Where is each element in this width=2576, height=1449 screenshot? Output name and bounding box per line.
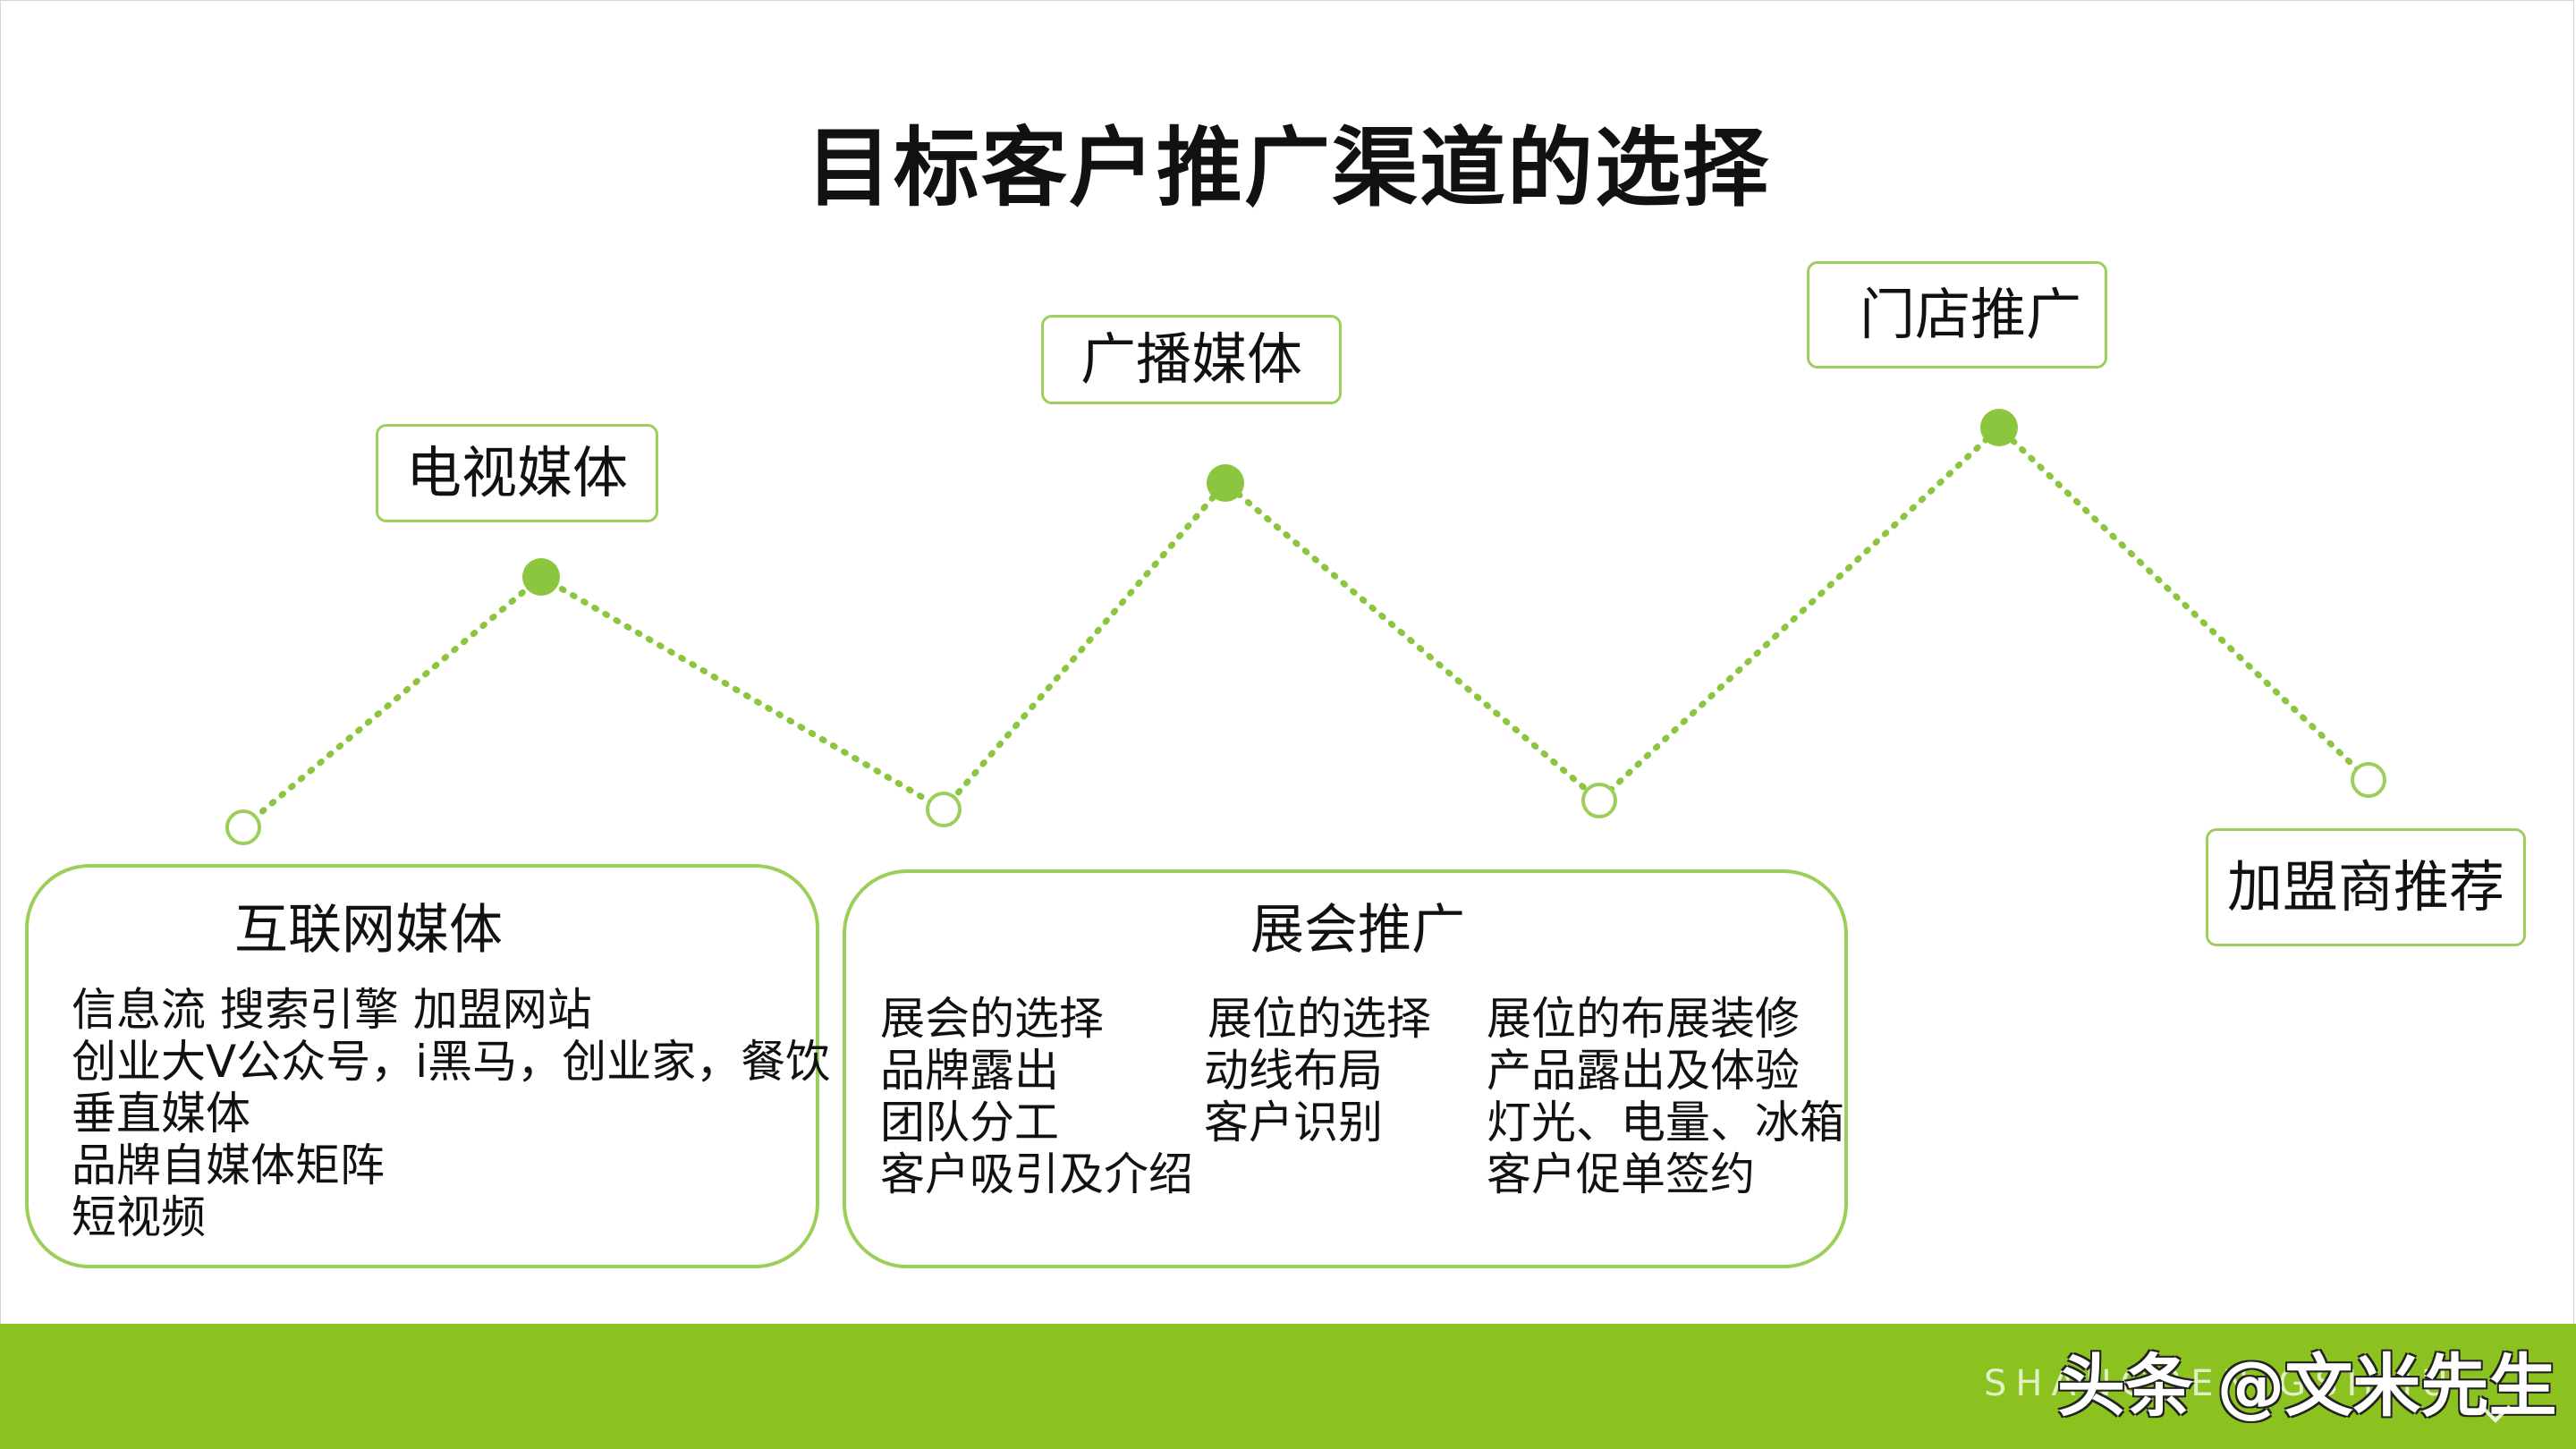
- internet-media-line: 创业大V公众号，i黑马，创业家，餐饮: [72, 1036, 831, 1088]
- peak-dot-tv: [522, 558, 560, 596]
- exhibition-col3-item: 灯光、电量、冰箱: [1487, 1097, 1844, 1148]
- broadcast-media-text: 广播媒体: [1080, 326, 1302, 392]
- broadcast-media-label: 广播媒体: [1041, 315, 1342, 404]
- page-title: 目标客户推广渠道的选择: [806, 118, 1770, 218]
- exhibition-col1-item: 团队分工: [880, 1097, 1059, 1148]
- exhibition-box: [843, 869, 1848, 1268]
- valley-dot-4: [2351, 762, 2386, 798]
- footer-ghost-text: SHANGBEN GSHIJU: [1984, 1363, 2457, 1404]
- exhibition-col1-item: 品牌露出: [880, 1045, 1059, 1097]
- valley-dot-3: [1581, 783, 1617, 818]
- exhibition-col1-item: 展会的选择: [880, 993, 1104, 1045]
- exhibition-col3-item: 展位的布展装修: [1487, 993, 1800, 1045]
- chevron-down-icon: [2479, 1404, 2512, 1423]
- internet-media-box: [25, 864, 819, 1268]
- exhibition-col2-item: 客户识别: [1204, 1097, 1383, 1148]
- internet-media-line: 垂直媒体: [72, 1088, 250, 1140]
- internet-media-line: 短视频: [72, 1191, 206, 1243]
- exhibition-col2-item: 动线布局: [1204, 1045, 1383, 1097]
- exhibition-col2-item: 展位的选择: [1208, 993, 1431, 1045]
- peak-dot-broadcast: [1207, 464, 1244, 502]
- franchise-recommend-label: 加盟商推荐: [2206, 828, 2526, 946]
- valley-dot-2: [926, 792, 962, 827]
- exhibition-col3-item: 客户促单签约: [1487, 1148, 1755, 1200]
- internet-media-line: 品牌自媒体矩阵: [72, 1140, 385, 1191]
- tv-media-text: 电视媒体: [405, 440, 628, 505]
- valley-dot-1: [225, 809, 261, 845]
- exhibition-col3-item: 产品露出及体验: [1487, 1045, 1800, 1097]
- watermark: 头条 @文米先生: [2057, 1346, 2557, 1426]
- store-promotion-label: 门店推广: [1807, 261, 2107, 369]
- internet-media-title: 互联网媒体: [234, 899, 503, 962]
- exhibition-col1-item: 客户吸引及介绍: [880, 1148, 1193, 1200]
- exhibition-title: 展会推广: [1250, 899, 1465, 962]
- footer-bar: [0, 1324, 2576, 1449]
- tv-media-label: 电视媒体: [376, 424, 658, 522]
- peak-dot-store: [1980, 409, 2018, 446]
- internet-media-line: 信息流 搜索引擎 加盟网站: [72, 984, 592, 1036]
- store-promotion-text: 门店推广: [1859, 282, 2081, 347]
- franchise-recommend-text: 加盟商推荐: [2226, 854, 2504, 919]
